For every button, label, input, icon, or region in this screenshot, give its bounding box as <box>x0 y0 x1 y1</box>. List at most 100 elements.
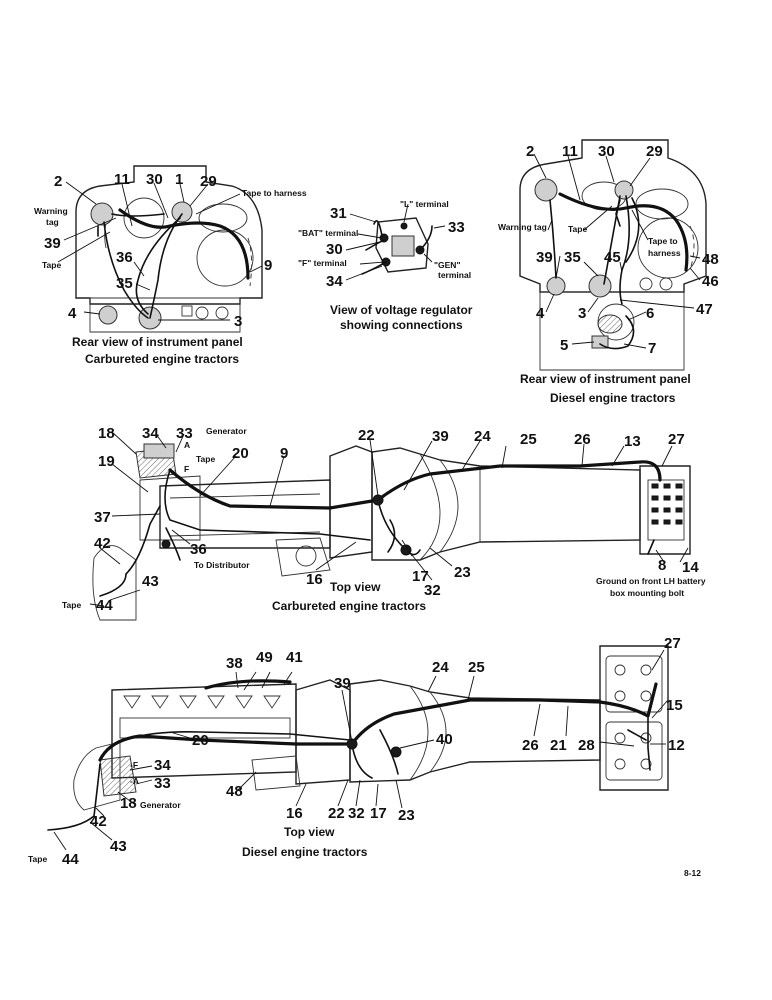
callout-49: 49 <box>256 649 273 666</box>
callout-44: 44 <box>62 851 79 868</box>
callout-30: 30 <box>146 171 163 188</box>
panel-diesel-rear-view: 2 11 30 29 Warning tag Tape Tape to harn… <box>498 139 719 405</box>
top-view-carbureted: 18 34 33 Generator A Tape F 19 20 9 22 3… <box>62 425 706 621</box>
callout-30: 30 <box>326 241 343 258</box>
callout-26: 26 <box>574 431 591 448</box>
callout-22: 22 <box>358 427 375 444</box>
callout-37: 37 <box>94 509 111 526</box>
callout-16: 16 <box>306 571 323 588</box>
clutch-housing <box>295 679 351 785</box>
callout-25: 25 <box>468 659 485 676</box>
caption-top-carb-line1: Top view <box>330 580 381 594</box>
label-gen: "GEN" <box>434 260 460 270</box>
callout-4: 4 <box>68 305 77 322</box>
callout-2: 2 <box>54 173 62 190</box>
letter-a-small: -A <box>130 776 139 786</box>
battery-cells <box>614 664 652 770</box>
warning-light <box>90 202 114 226</box>
callout-42: 42 <box>90 813 107 830</box>
callout-24: 24 <box>474 428 491 445</box>
callout-11: 11 <box>114 171 130 188</box>
callout-35: 35 <box>116 275 133 292</box>
label-tape: Tape <box>568 224 587 234</box>
callout-30: 30 <box>598 143 615 160</box>
callout-25: 25 <box>520 431 537 448</box>
callout-36: 36 <box>190 541 207 558</box>
callout-6: 6 <box>646 305 654 322</box>
callout-21: 21 <box>550 737 567 754</box>
label-tape: Tape <box>42 260 61 270</box>
battery-box <box>599 645 669 791</box>
diesel-engine-block <box>111 683 297 779</box>
label-ground-line2: box mounting bolt <box>610 588 684 598</box>
caption-panel-carb-line1: Rear view of instrument panel <box>72 335 243 349</box>
label-bat-terminal: "BAT" terminal <box>298 228 358 238</box>
callout-23: 23 <box>398 807 415 824</box>
figure-code: 8-12 <box>684 868 701 878</box>
callout-32: 32 <box>348 805 365 822</box>
label-warning-tag: Warning tag <box>498 222 547 232</box>
callout-29: 29 <box>200 173 217 190</box>
callout-26: 26 <box>522 737 539 754</box>
callout-17: 17 <box>412 568 429 585</box>
callout-12: 12 <box>668 737 685 754</box>
warning-light <box>534 178 558 202</box>
callout-48: 48 <box>226 783 243 800</box>
label-tape-to: Tape to <box>648 236 678 246</box>
callout-3: 3 <box>234 313 242 330</box>
callout-27: 27 <box>664 635 681 652</box>
label-f-terminal: "F" terminal <box>298 258 347 268</box>
callout-46: 46 <box>702 273 719 290</box>
callout-33: 33 <box>154 775 171 792</box>
panel-carbureted-rear-view: 2 11 30 1 29 Tape to harness Warning tag… <box>34 165 307 366</box>
callout-28: 28 <box>578 737 595 754</box>
callout-39: 39 <box>536 249 553 266</box>
callout-5: 5 <box>560 337 568 354</box>
callout-39: 39 <box>334 675 351 692</box>
callout-40: 40 <box>436 731 453 748</box>
callout-1: 1 <box>175 171 183 188</box>
callout-31: 31 <box>330 205 347 222</box>
callout-32: 32 <box>424 582 441 599</box>
caption-panel-diesel-line1: Rear view of instrument panel <box>520 372 691 386</box>
label-tape-to-harness: Tape to harness <box>242 188 307 198</box>
label-l-terminal: "L" terminal <box>400 199 449 209</box>
callout-34: 34 <box>142 425 159 442</box>
callout-19: 19 <box>98 453 115 470</box>
callout-18: 18 <box>120 795 137 812</box>
callout-7: 7 <box>648 340 656 357</box>
callout-43: 43 <box>110 838 127 855</box>
callout-20: 20 <box>192 732 209 749</box>
callout-18: 18 <box>98 425 115 442</box>
generator <box>99 755 137 797</box>
callout-33: 33 <box>176 425 193 442</box>
callout-41: 41 <box>286 649 303 666</box>
label-to-distributor: To Distributor <box>194 560 250 570</box>
regulator-body <box>391 235 415 257</box>
callout-29: 29 <box>646 143 663 160</box>
battery-cells <box>651 483 683 525</box>
caption-top-carb-line2: Carbureted engine tractors <box>272 599 426 613</box>
lamp-socket <box>98 305 118 325</box>
label-tape: Tape <box>196 454 215 464</box>
callout-8: 8 <box>658 557 666 574</box>
callout-9: 9 <box>280 445 288 462</box>
callout-44: 44 <box>96 597 113 614</box>
caption-top-diesel-line2: Diesel engine tractors <box>242 845 368 859</box>
callout-3: 3 <box>578 305 586 322</box>
callout-22: 22 <box>328 805 345 822</box>
gauge-opening <box>196 229 254 287</box>
letter-f-small: -F <box>130 760 138 770</box>
lamp-socket <box>546 276 566 296</box>
switch-body <box>614 180 634 200</box>
callout-39: 39 <box>432 428 449 445</box>
callout-34: 34 <box>326 273 343 290</box>
callout-16: 16 <box>286 805 303 822</box>
ignition-switch <box>588 274 612 298</box>
caption-top-diesel-line1: Top view <box>284 825 335 839</box>
caption-regulator-line1: View of voltage regulator <box>330 303 473 317</box>
top-view-diesel: 38 49 41 24 25 27 39 20 40 15 26 21 28 1… <box>28 635 685 868</box>
caption-panel-carb-line2: Carbureted engine tractors <box>85 352 239 366</box>
